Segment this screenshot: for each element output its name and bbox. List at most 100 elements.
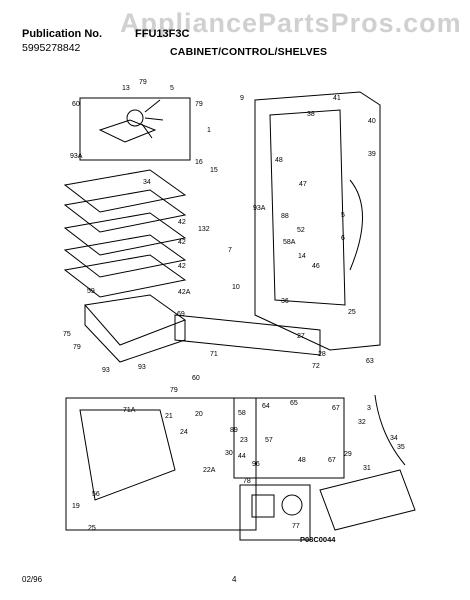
callout-1: 1	[207, 127, 211, 134]
control-housing	[79, 409, 176, 501]
callout-60: 60	[72, 101, 80, 108]
callout-38: 38	[307, 111, 315, 118]
callout-39: 39	[368, 151, 376, 158]
cabinet-outline	[254, 91, 381, 351]
callout-46: 46	[312, 263, 320, 270]
callout-16: 16	[195, 159, 203, 166]
callout-52: 52	[297, 227, 305, 234]
callout-32: 32	[358, 419, 366, 426]
callout-58: 58	[238, 410, 246, 417]
callout-48: 48	[298, 457, 306, 464]
callout-57: 57	[265, 437, 273, 444]
callout-34: 34	[143, 179, 151, 186]
callout-67: 67	[328, 457, 336, 464]
callout-67: 67	[332, 405, 340, 412]
callout-93: 93	[102, 367, 110, 374]
toe-grille	[174, 314, 321, 356]
callout-36: 36	[281, 298, 289, 305]
callout-13: 13	[122, 85, 130, 92]
callout-41: 41	[333, 95, 341, 102]
callout-58A: 58A	[283, 239, 296, 246]
callout-42: 42	[178, 239, 186, 246]
callout-35: 35	[397, 444, 405, 451]
model-number: FFU13F3C	[135, 28, 190, 40]
callout-34: 34	[390, 435, 398, 442]
publication-number: 5995278842	[22, 42, 81, 54]
callout-40: 40	[368, 118, 376, 125]
callout-93A: 93A	[70, 153, 83, 160]
callout-93: 93	[138, 364, 146, 371]
callout-42A: 42A	[178, 289, 191, 296]
callout-64: 64	[262, 403, 270, 410]
watermark: AppliancePartsPros.com	[120, 8, 462, 38]
switch-parts-inset	[233, 397, 345, 479]
fan-motor-inset-box	[79, 97, 191, 161]
basket	[84, 294, 187, 346]
callout-79: 79	[170, 387, 178, 394]
callout-78: 78	[243, 478, 251, 485]
callout-89: 89	[230, 427, 238, 434]
fan-motor	[126, 109, 144, 127]
callout-42: 42	[178, 263, 186, 270]
callout-10: 10	[232, 284, 240, 291]
thermostat-inset	[239, 484, 311, 541]
callout-labels: 13 79 5 60 79 93A 9 41 38 40 39 1 16 15 …	[63, 79, 405, 532]
callout-25: 25	[88, 525, 96, 532]
callout-71: 71	[210, 351, 218, 358]
callout-29: 29	[344, 451, 352, 458]
callout-63: 63	[366, 358, 374, 365]
callout-60: 60	[192, 375, 200, 382]
callout-30: 30	[225, 450, 233, 457]
callout-88: 88	[281, 213, 289, 220]
callout-96: 96	[252, 461, 260, 468]
callout-77: 77	[292, 523, 300, 530]
footer-date: 02/96	[22, 575, 43, 584]
callout-65: 65	[290, 400, 298, 407]
callout-15: 15	[210, 167, 218, 174]
callout-5: 5	[170, 85, 174, 92]
callout-79: 79	[195, 101, 203, 108]
callout-27: 27	[297, 333, 305, 340]
control-panel-box	[65, 397, 257, 531]
callout-7: 7	[228, 247, 232, 254]
cabinet-liner	[269, 109, 346, 306]
callout-59: 59	[87, 288, 95, 295]
callout-75: 75	[63, 331, 71, 338]
thermostat	[251, 494, 275, 518]
cabinet-side-curve	[349, 179, 363, 271]
callout-24: 24	[180, 429, 188, 436]
drain-tube	[374, 394, 406, 466]
callout-6: 6	[341, 235, 345, 242]
callout-79: 79	[139, 79, 147, 86]
callout-93A: 93A	[253, 205, 266, 212]
callout-25: 25	[348, 309, 356, 316]
section-title: CABINET/CONTROL/SHELVES	[170, 46, 328, 58]
callout-28: 28	[318, 351, 326, 358]
callout-5: 5	[341, 212, 345, 219]
callout-72: 72	[312, 363, 320, 370]
callout-22A: 22A	[203, 467, 216, 474]
callout-132: 132	[198, 226, 210, 233]
callout-21: 21	[165, 413, 173, 420]
thermostat-knob	[281, 494, 303, 516]
diagram-doc-id: P08C0044	[300, 535, 336, 544]
callout-56: 56	[92, 491, 100, 498]
callout-31: 31	[363, 465, 371, 472]
page-number: 4	[232, 575, 237, 584]
callout-14: 14	[298, 253, 306, 260]
callout-9: 9	[240, 95, 244, 102]
wire-shelves	[63, 169, 187, 298]
callout-79: 79	[73, 344, 81, 351]
callout-42: 42	[178, 219, 186, 226]
drain-pan	[319, 469, 416, 531]
fan-motor-bracket	[98, 119, 157, 143]
callout-19: 19	[72, 503, 80, 510]
callout-3: 3	[367, 405, 371, 412]
callout-20: 20	[195, 411, 203, 418]
callout-44: 44	[238, 453, 246, 460]
callout-71A: 71A	[123, 407, 136, 414]
callout-23: 23	[240, 437, 248, 444]
publication-label: Publication No.	[22, 28, 103, 40]
